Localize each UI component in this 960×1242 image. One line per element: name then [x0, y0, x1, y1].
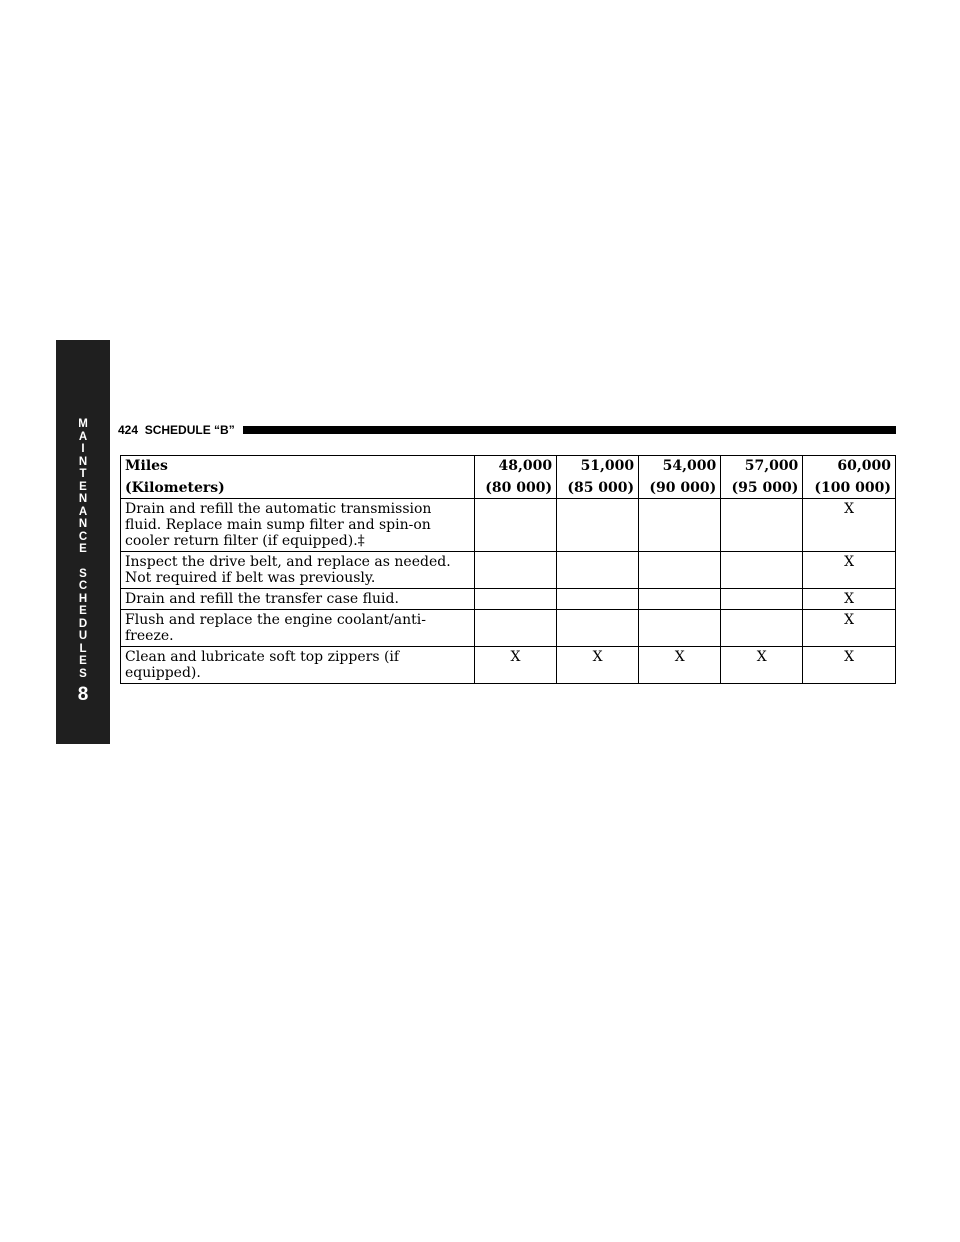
service-mark: [720, 588, 804, 610]
interval-km: (80 000): [485, 480, 553, 496]
side-letter: S: [79, 567, 87, 580]
page-header: 424 SCHEDULE “B”: [118, 422, 896, 438]
header-rule: [242, 426, 896, 434]
side-letter: A: [78, 505, 88, 518]
table-row: Inspect the drive belt, and replace as n…: [120, 551, 896, 589]
service-mark: [638, 551, 722, 589]
table-row: Drain and refill the transfer case fluid…: [120, 588, 896, 610]
side-letter: D: [78, 617, 88, 630]
service-mark: [473, 588, 558, 610]
service-mark: [720, 498, 804, 552]
interval-miles: 54,000: [662, 458, 717, 474]
interval-km: (95 000): [731, 480, 799, 496]
service-mark: [556, 609, 640, 647]
interval-miles: 48,000: [498, 458, 553, 474]
table-row: Flush and replace the engine coolant/ant…: [120, 609, 896, 647]
service-mark: [720, 609, 804, 647]
service-mark: X: [802, 551, 896, 589]
service-mark: [556, 498, 640, 552]
service-mark: [473, 498, 558, 552]
side-letter: E: [79, 605, 87, 617]
page-number: 424: [118, 423, 139, 437]
side-letter: A: [78, 430, 88, 443]
maintenance-schedule-table: Miles (Kilometers) 48,000 (80 000) 51,000…: [120, 455, 896, 684]
service-description: Clean and lubricate soft top zippers (if…: [120, 646, 475, 684]
chapter-number: 8: [77, 684, 89, 705]
interval-km: (85 000): [567, 480, 635, 496]
interval-km: (100 000): [814, 480, 891, 496]
interval-km: (90 000): [649, 480, 717, 496]
side-letter: E: [79, 543, 87, 555]
service-description: Flush and replace the engine coolant/ant…: [120, 609, 475, 647]
chapter-side-tab-title: M A I N T E N A N C E S C H E D U L E S: [78, 418, 88, 680]
interval-miles: 51,000: [580, 458, 635, 474]
service-mark: X: [720, 646, 804, 684]
side-letter: U: [78, 630, 88, 642]
service-mark: X: [802, 498, 896, 552]
header-interval-cell: 51,000 (85 000): [556, 455, 640, 499]
service-mark: [720, 551, 804, 589]
service-mark: X: [802, 609, 896, 647]
service-description: Drain and refill the automatic transmiss…: [120, 498, 475, 552]
side-letter: N: [78, 518, 88, 530]
side-letter: L: [79, 642, 87, 655]
side-letter: S: [79, 667, 87, 680]
service-mark: [638, 609, 722, 647]
table-header-row: Miles (Kilometers) 48,000 (80 000) 51,000…: [120, 455, 896, 499]
side-letter: E: [79, 480, 87, 493]
service-mark: [556, 551, 640, 589]
service-mark: [473, 609, 558, 647]
service-description: Drain and refill the transfer case fluid…: [120, 588, 475, 610]
side-letter: C: [78, 580, 88, 592]
side-letter: E: [79, 655, 87, 667]
chapter-side-tab: M A I N T E N A N C E S C H E D U L E S …: [56, 340, 110, 744]
page-header-text: 424 SCHEDULE “B”: [118, 423, 243, 437]
header-label-cell: Miles (Kilometers): [120, 455, 475, 499]
side-letter: N: [78, 493, 88, 505]
interval-miles: 57,000: [744, 458, 799, 474]
kilometers-label: (Kilometers): [125, 480, 225, 496]
service-mark: [556, 588, 640, 610]
interval-miles: 60,000: [837, 458, 891, 474]
side-letter: I: [81, 443, 85, 455]
service-mark: X: [638, 646, 722, 684]
service-mark: [473, 551, 558, 589]
service-mark: X: [473, 646, 558, 684]
side-letter: H: [78, 592, 88, 605]
table-row: Clean and lubricate soft top zippers (if…: [120, 646, 896, 684]
service-mark: [638, 498, 722, 552]
side-letter: M: [78, 418, 88, 430]
side-letter: C: [78, 530, 88, 543]
side-letter: N: [78, 455, 88, 468]
side-letter: T: [79, 468, 87, 480]
header-interval-cell: 54,000 (90 000): [638, 455, 722, 499]
service-mark: X: [802, 646, 896, 684]
table-row: Drain and refill the automatic transmiss…: [120, 498, 896, 552]
service-description: Inspect the drive belt, and replace as n…: [120, 551, 475, 589]
header-interval-cell: 60,000 (100 000): [802, 455, 896, 499]
service-mark: X: [556, 646, 640, 684]
page-title: SCHEDULE “B”: [144, 423, 235, 437]
service-mark: X: [802, 588, 896, 610]
miles-label: Miles: [125, 458, 168, 474]
service-mark: [638, 588, 722, 610]
header-interval-cell: 57,000 (95 000): [720, 455, 804, 499]
header-interval-cell: 48,000 (80 000): [473, 455, 558, 499]
